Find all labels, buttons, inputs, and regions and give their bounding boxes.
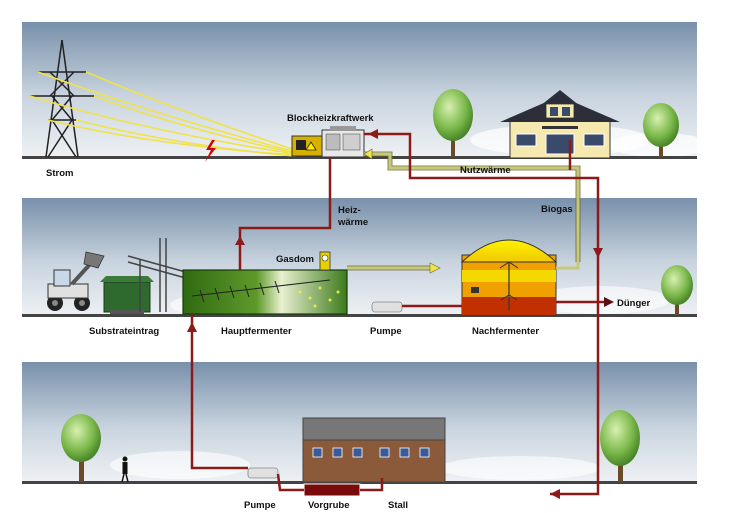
pump-icon: [371, 301, 403, 313]
lightning-icon: [205, 140, 216, 162]
arrow-icon: [550, 489, 560, 499]
tree-icon: [433, 89, 473, 157]
arrow-icon: [429, 262, 441, 274]
post-fermenter-icon: [460, 239, 558, 316]
tree-icon: [600, 410, 640, 482]
label-substrateintrag: Substrateintrag: [89, 326, 159, 337]
arrow-icon: [187, 322, 197, 332]
tree-icon: [661, 265, 693, 315]
label-nutzwaerme: Nutzwärme: [460, 165, 511, 176]
tree-icon: [61, 414, 101, 482]
chp-unit-icon: [291, 126, 365, 158]
label-pumpe-mid: Pumpe: [370, 326, 402, 337]
arrow-icon: [593, 248, 603, 258]
person-icon: [121, 456, 129, 483]
pump-icon: [247, 467, 279, 479]
arrow-icon: [363, 148, 373, 160]
label-duenger: Dünger: [617, 298, 651, 309]
label-strom: Strom: [46, 168, 73, 179]
loader-vehicle-icon: [47, 251, 105, 311]
label-vorgrube: Vorgrube: [308, 500, 350, 511]
label-stall: Stall: [388, 500, 408, 511]
label-gasdom: Gasdom: [276, 254, 314, 265]
heat-pipe: [190, 132, 604, 496]
arrow-icon: [368, 129, 378, 139]
label-waerme: wärme: [337, 217, 368, 228]
power-lines: [29, 71, 296, 157]
label-biogas: Biogas: [541, 204, 573, 215]
power-pylon-icon: [30, 39, 94, 158]
main-fermenter-icon: [182, 251, 348, 315]
barn-icon: [302, 417, 446, 483]
label-bhkw: Blockheizkraftwerk: [287, 113, 374, 124]
house-icon: [500, 90, 620, 159]
pre-pit-icon: [303, 483, 361, 497]
biogas-pipe: [347, 152, 580, 270]
hopper-icon: [100, 276, 154, 314]
biogas-pipe-outline: [347, 151, 581, 271]
label-heiz: Heiz-: [338, 205, 361, 216]
arrow-icon: [604, 297, 614, 307]
biogas-pipe-link: [556, 262, 580, 270]
label-pumpe-bottom: Pumpe: [244, 500, 276, 511]
label-nachfermenter: Nachfermenter: [472, 326, 539, 337]
tree-icon: [643, 103, 679, 157]
label-hauptfermenter: Hauptfermenter: [221, 326, 292, 337]
arrow-icon: [235, 236, 245, 245]
